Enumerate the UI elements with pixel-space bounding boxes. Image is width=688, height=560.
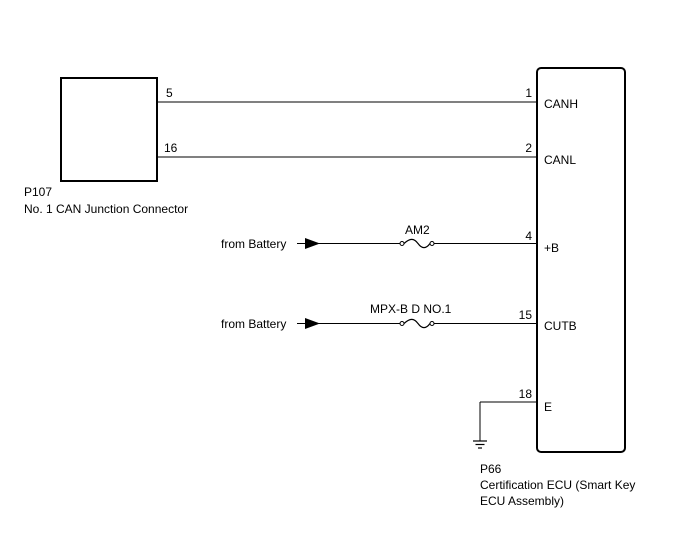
mpx-circuit (297, 318, 537, 329)
ground-icon (473, 440, 487, 449)
connector-id: P107 (24, 185, 52, 199)
fuse-mpx-icon (403, 318, 431, 329)
fuse-am2-icon (403, 238, 431, 249)
ecu-pin-4: 4 (525, 229, 532, 243)
source-battery-2: from Battery (221, 317, 286, 331)
ecu-pin-15: 15 (519, 308, 533, 322)
fuse-am2-label: AM2 (405, 223, 430, 237)
ecu-pin-label-canl: CANL (544, 153, 576, 167)
ecu-pin-label-cutb: CUTB (544, 319, 577, 333)
ecu-pin-1: 1 (525, 86, 532, 100)
connector-pin-16: 16 (164, 141, 178, 155)
ecu-pin-label-e: E (544, 400, 552, 414)
am2-circuit (297, 238, 537, 249)
ecu-pin-label-b: +B (544, 241, 559, 255)
connector-name: No. 1 CAN Junction Connector (24, 202, 188, 216)
ground-circuit (473, 401, 537, 449)
ecu-name-line2: ECU Assembly) (480, 494, 564, 508)
ecu-name-line1: Certification ECU (Smart Key (480, 478, 635, 492)
ecu-id: P66 (480, 462, 502, 476)
ecu-pin-18: 18 (519, 387, 533, 401)
certification-ecu-box (536, 67, 626, 453)
can-junction-connector-box (60, 77, 158, 182)
connector-pin-5: 5 (166, 86, 173, 100)
ecu-pin-label-canh: CANH (544, 97, 578, 111)
source-battery-1: from Battery (221, 237, 286, 251)
fuse-mpx-label: MPX-B D NO.1 (370, 302, 452, 316)
ecu-pin-2: 2 (525, 141, 532, 155)
